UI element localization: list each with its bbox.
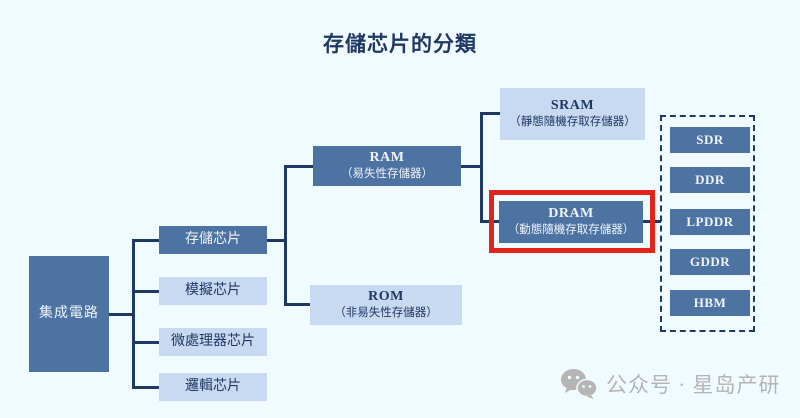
watermark-text: 公众号 · 星岛产研 bbox=[606, 372, 781, 397]
wechat-icon bbox=[560, 368, 598, 399]
node-microprocessor-chip: 微處理器芯片 bbox=[159, 328, 267, 356]
node-label: DDR bbox=[695, 172, 725, 188]
connector-trunk1 bbox=[132, 239, 135, 389]
node-label: 微處理器芯片 bbox=[171, 333, 255, 349]
connector-storage-stub bbox=[134, 239, 159, 242]
connector-ram-stub bbox=[286, 165, 313, 168]
dram-types-group bbox=[660, 115, 755, 332]
connector-trunk3 bbox=[480, 112, 483, 223]
node-label: 集成電路 bbox=[39, 305, 99, 321]
node-sram: SRAM （靜態隨機存取存儲器） bbox=[500, 88, 645, 140]
node-label: 模擬芯片 bbox=[185, 282, 241, 298]
connector-sram-stub bbox=[482, 112, 500, 115]
node-label: HBM bbox=[693, 295, 727, 311]
node-acronym: DRAM bbox=[548, 206, 594, 222]
node-description: （非易失性存儲器） bbox=[334, 307, 438, 319]
node-gddr: GDDR bbox=[670, 249, 750, 275]
watermark: 公众号 · 星岛产研 bbox=[560, 368, 781, 399]
node-integrated-circuit: 集成電路 bbox=[29, 256, 109, 372]
node-acronym: ROM bbox=[368, 289, 404, 305]
connector-root-trunk bbox=[109, 313, 134, 316]
connector-dram-types bbox=[643, 220, 661, 223]
node-label: SDR bbox=[696, 132, 724, 148]
node-lpddr: LPDDR bbox=[670, 209, 750, 235]
node-label: 存儲芯片 bbox=[185, 231, 241, 247]
node-hbm: HBM bbox=[670, 290, 750, 316]
connector-storage-trunk bbox=[267, 239, 286, 242]
connector-analog-stub bbox=[134, 290, 159, 293]
node-label: 邏輯芯片 bbox=[185, 378, 241, 394]
diagram-title: 存儲芯片的分類 bbox=[323, 32, 477, 56]
connector-rom-stub bbox=[286, 303, 310, 306]
node-dram: DRAM （動態隨機存取存儲器） bbox=[499, 201, 643, 243]
node-description: （動態隨機存取存儲器） bbox=[507, 224, 635, 236]
connector-trunk2 bbox=[284, 165, 287, 306]
node-logic-chip: 邏輯芯片 bbox=[159, 373, 267, 401]
node-description: （靜態隨機存取存儲器） bbox=[509, 116, 636, 128]
node-ddr: DDR bbox=[670, 167, 750, 193]
node-storage-chip: 存儲芯片 bbox=[159, 226, 267, 254]
connector-logic-stub bbox=[134, 386, 159, 389]
node-rom: ROM （非易失性存儲器） bbox=[310, 285, 462, 325]
node-label: GDDR bbox=[689, 254, 731, 270]
connector-ram-trunk bbox=[461, 165, 482, 168]
node-sdr: SDR bbox=[670, 127, 750, 153]
node-ram: RAM （易失性存儲器） bbox=[313, 146, 461, 186]
node-acronym: SRAM bbox=[550, 98, 595, 114]
connector-dram-stub bbox=[482, 220, 499, 223]
connector-mpu-stub bbox=[134, 341, 159, 344]
node-analog-chip: 模擬芯片 bbox=[159, 277, 267, 305]
node-acronym: RAM bbox=[369, 150, 405, 166]
node-label: LPDDR bbox=[686, 214, 734, 230]
node-description: （易失性存儲器） bbox=[341, 168, 433, 180]
